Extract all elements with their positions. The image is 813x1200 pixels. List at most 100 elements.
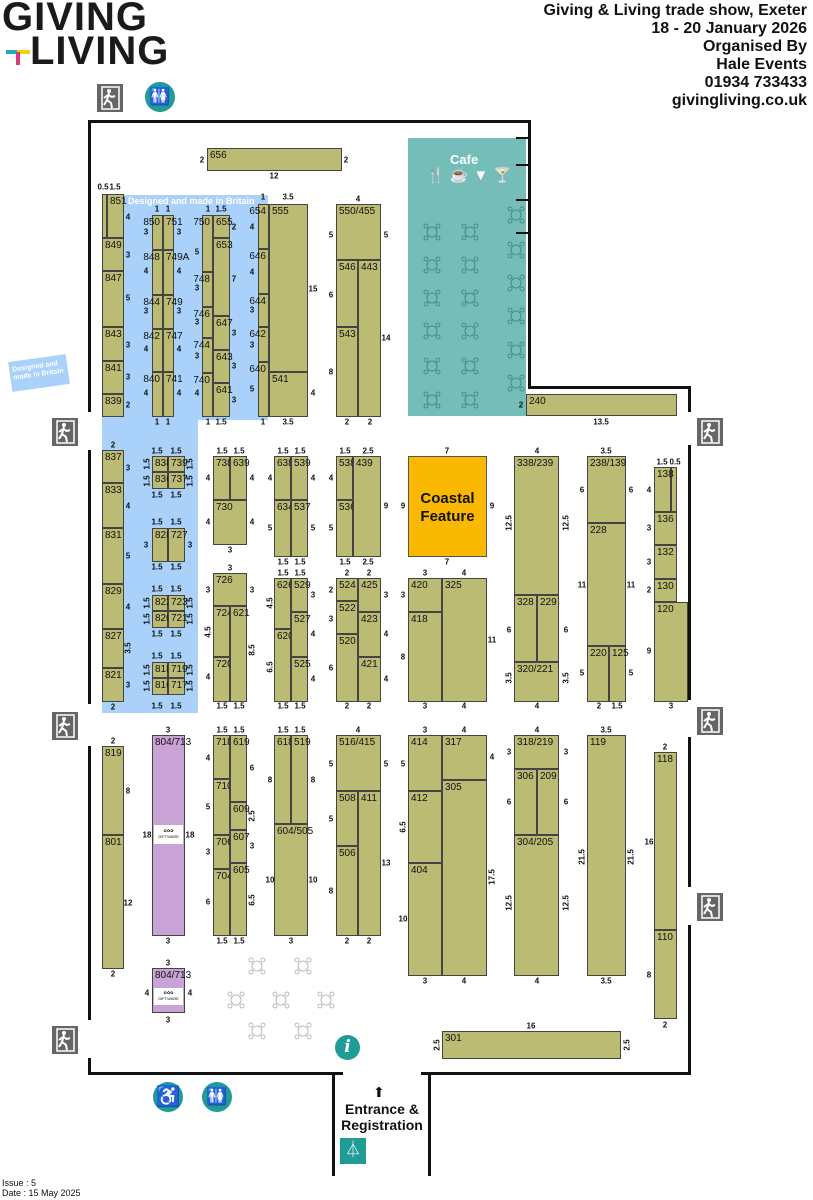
stand-656[interactable]: 656 xyxy=(207,148,342,171)
stand-801[interactable]: 801 xyxy=(102,835,124,969)
stand-747[interactable]: 747 xyxy=(163,329,183,372)
stand-837[interactable]: 837 xyxy=(102,450,124,483)
stand-720[interactable]: 720 xyxy=(213,657,233,702)
stand-414[interactable]: 414 xyxy=(408,735,442,791)
website[interactable]: givingliving.co.uk xyxy=(671,92,807,109)
stand-647[interactable]: 647 xyxy=(213,316,233,350)
stand-626[interactable]: 626 xyxy=(274,578,294,629)
stand-118[interactable]: 118 xyxy=(654,752,677,930)
stand-125[interactable]: 125 xyxy=(609,646,629,702)
stand-607[interactable]: 607 xyxy=(230,830,250,863)
stand-851[interactable]: 851 xyxy=(107,194,127,238)
stand-338-239[interactable]: 338/239 xyxy=(514,456,559,595)
stand-850[interactable]: 850 xyxy=(143,215,163,250)
stand-847[interactable]: 847 xyxy=(102,271,124,327)
stand-816[interactable]: 816 xyxy=(152,678,172,695)
stand-738[interactable]: 738 xyxy=(213,456,233,500)
stand-418[interactable]: 418 xyxy=(408,612,442,702)
stand-110[interactable]: 110 xyxy=(654,930,677,1019)
stand-646[interactable]: 646 xyxy=(249,249,269,294)
stand-726[interactable]: 726 xyxy=(213,573,247,606)
stand-820[interactable]: 820 xyxy=(152,611,172,628)
stand-706[interactable]: 706 xyxy=(213,835,233,869)
stand-209[interactable]: 209 xyxy=(537,769,559,835)
stand-443[interactable]: 443 xyxy=(358,260,381,417)
stand-536[interactable]: 536 xyxy=(336,500,356,557)
stand-527[interactable]: 527 xyxy=(291,612,311,657)
stand-555[interactable]: 555 xyxy=(269,204,308,372)
stand-724[interactable]: 724 xyxy=(213,606,233,657)
stand-546[interactable]: 546 xyxy=(336,260,358,327)
stand-621[interactable]: 621 xyxy=(230,606,250,702)
stand-848[interactable]: 848 xyxy=(143,250,163,295)
stand-138[interactable]: 138 xyxy=(654,467,674,512)
stand-721[interactable]: 721 xyxy=(168,611,188,628)
stand-404[interactable]: 404 xyxy=(408,863,442,976)
stand-749[interactable]: 749 xyxy=(163,295,183,329)
stand-653[interactable]: 653 xyxy=(213,238,233,316)
stand-439[interactable]: 439 xyxy=(353,456,381,557)
stand-643[interactable]: 643 xyxy=(213,350,233,383)
stand-618[interactable]: 618 xyxy=(274,735,294,824)
stand-420[interactable]: 420 xyxy=(408,578,442,612)
stand-306[interactable]: 306 xyxy=(514,769,537,835)
stand-120[interactable]: 120 xyxy=(654,602,688,702)
stand-634[interactable]: 634 xyxy=(274,500,294,557)
stand-822[interactable]: 822 xyxy=(152,595,172,611)
stand-840[interactable]: 840 xyxy=(143,372,163,417)
stand-819[interactable]: 819 xyxy=(102,746,124,835)
stand-718[interactable]: 718 xyxy=(213,735,233,779)
stand-619[interactable]: 619 xyxy=(230,735,250,802)
stand-539[interactable]: 539 xyxy=(291,456,311,500)
stand-749A[interactable]: 749A xyxy=(163,250,189,295)
stand-829[interactable]: 829 xyxy=(102,584,124,629)
stand-411[interactable]: 411 xyxy=(358,791,381,936)
stand-719[interactable]: 719 xyxy=(168,662,188,678)
stand-750[interactable]: 750 xyxy=(193,215,213,272)
stand-543[interactable]: 543 xyxy=(336,327,358,417)
stand-328[interactable]: 328 xyxy=(514,595,537,662)
stand-508[interactable]: 508 xyxy=(336,791,358,846)
stand-831[interactable]: 831 xyxy=(102,528,124,584)
stand-423[interactable]: 423 xyxy=(358,612,381,657)
stand-320-221[interactable]: 320/221 xyxy=(514,662,559,702)
stand-842[interactable]: 842 xyxy=(143,329,163,372)
stand-717[interactable]: 717 xyxy=(168,678,188,695)
stand-654[interactable]: 654 xyxy=(249,204,269,249)
stand-836[interactable]: 836 xyxy=(152,472,172,489)
stand-620[interactable]: 620 xyxy=(274,629,294,702)
stand-821[interactable]: 821 xyxy=(102,668,124,702)
stand-849[interactable]: 849 xyxy=(102,238,124,271)
stand-220[interactable]: 220 xyxy=(587,646,609,702)
stand-524[interactable]: 524 xyxy=(336,578,358,601)
stand-641[interactable]: 641 xyxy=(213,383,233,417)
stand-325[interactable]: 325 xyxy=(442,578,487,702)
stand-638[interactable]: 638 xyxy=(274,456,294,500)
stand-318-219[interactable]: 318/219 xyxy=(514,735,559,769)
stand-412[interactable]: 412 xyxy=(408,791,442,863)
stand-520[interactable]: 520 xyxy=(336,634,358,702)
stand-605[interactable]: 605 xyxy=(230,863,250,936)
stand-132[interactable]: 132 xyxy=(654,545,677,579)
stand-639[interactable]: 639 xyxy=(230,456,250,500)
stand-537[interactable]: 537 xyxy=(291,500,311,557)
stand-704[interactable]: 704 xyxy=(213,869,233,936)
stand-301[interactable]: 301 xyxy=(442,1031,621,1059)
stand-642[interactable]: 642 xyxy=(249,327,269,362)
stand-550-455[interactable]: 550/455 xyxy=(336,204,381,260)
stand-538[interactable]: 538 xyxy=(336,456,356,500)
stand-519[interactable]: 519 xyxy=(291,735,311,824)
stand-240[interactable]: 240 xyxy=(526,394,677,416)
stand-421[interactable]: 421 xyxy=(358,657,381,702)
coastal-feature[interactable]: Coastal Feature xyxy=(408,456,487,557)
stand-741[interactable]: 741 xyxy=(163,372,183,417)
stand-838[interactable]: 838 xyxy=(152,456,172,472)
stand-522[interactable]: 522 xyxy=(336,601,358,634)
stand-748[interactable]: 748 xyxy=(193,272,213,307)
stand-425[interactable]: 425 xyxy=(358,578,381,612)
stand-818[interactable]: 818 xyxy=(152,662,172,678)
stand-744[interactable]: 744 xyxy=(193,338,213,373)
stand-525[interactable]: 525 xyxy=(291,657,311,702)
stand-828[interactable]: 828 xyxy=(152,528,172,562)
stand-727[interactable]: 727 xyxy=(168,528,188,562)
